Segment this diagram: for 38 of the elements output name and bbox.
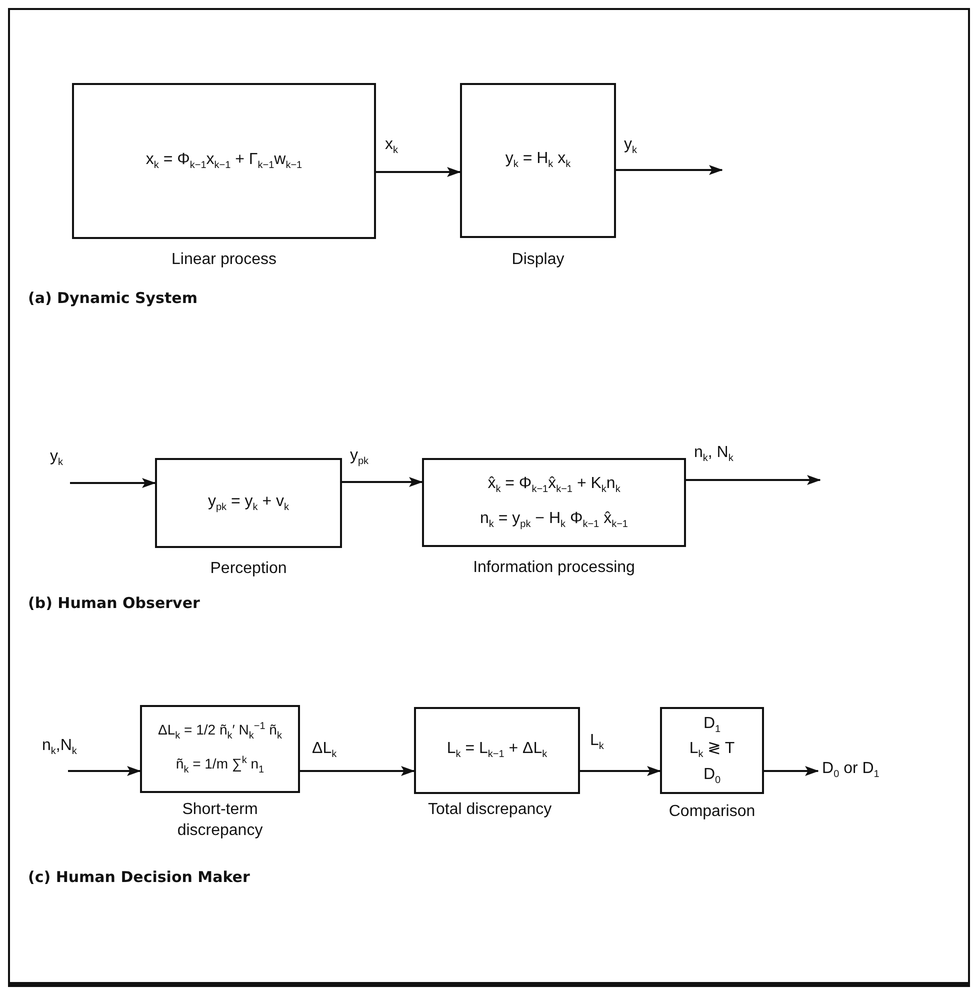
arrow: [300, 766, 415, 776]
process-box: [72, 83, 376, 239]
equation: L$_{k}$ ≷ T: [689, 739, 735, 762]
equation: y$_{k}$ = H$_{k}$ x$_{k}$: [505, 149, 571, 172]
edge-label: D$_{0}$ or D$_{1}$: [822, 760, 880, 780]
arrow: [68, 766, 141, 776]
arrow: [686, 475, 821, 485]
block-caption: Display: [510, 250, 566, 270]
equation: ΔL$_{k}$ = 1/2 ñ$_{k}$′ N$_{k}$$^{−1}$ ñ$_{k}$: [158, 721, 282, 743]
process-box: [155, 458, 342, 548]
process-box: [660, 707, 764, 794]
arrow: [764, 766, 819, 776]
section-heading: (a) Dynamic System: [28, 289, 198, 307]
section-heading: (b) Human Observer: [28, 594, 200, 612]
block-caption: Information processing: [472, 558, 636, 578]
arrow: [616, 165, 723, 175]
arrow: [342, 477, 423, 487]
process-box: [414, 707, 580, 794]
arrow: [376, 167, 461, 177]
block-caption: Comparison: [668, 802, 756, 822]
process-box: [140, 705, 300, 793]
equation: x̂$_{k}$ = Φ$_{k−1}$x̂$_{k−1}$ + K$_{k}$n$_{k}$: [488, 474, 620, 496]
equation: ñ$_{k}$ = 1/m ∑$^{k}$ n$_{1}$: [176, 755, 264, 777]
process-box: [460, 83, 616, 238]
equation: n$_{k}$ = y$_{pk}$ − H$_{k}$ Φ$_{k−1}$ x̂$_{k−1}$: [480, 508, 628, 531]
arrow: [70, 478, 156, 488]
block-caption: Total discrepancy: [428, 800, 553, 820]
section-heading: (c) Human Decision Maker: [28, 868, 250, 886]
block-caption: Linear process: [170, 250, 278, 270]
equation: y$_{pk}$ = y$_{k}$ + v$_{k}$: [208, 492, 290, 514]
block-caption: Perception: [209, 559, 288, 579]
process-box: [422, 458, 686, 547]
arrow: [580, 766, 661, 776]
equation: D$_{0}$: [703, 764, 721, 787]
equation: L$_{k}$ = L$_{k−1}$ + ΔL$_{k}$: [446, 739, 548, 762]
equation: D$_{1}$: [703, 714, 721, 736]
equation: x$_{k}$ = Φ$_{k−1}$x$_{k−1}$ + Γ$_{k−1}$w$_{k−1}$: [146, 150, 302, 172]
block-caption: Short-term discrepancy: [176, 800, 264, 841]
